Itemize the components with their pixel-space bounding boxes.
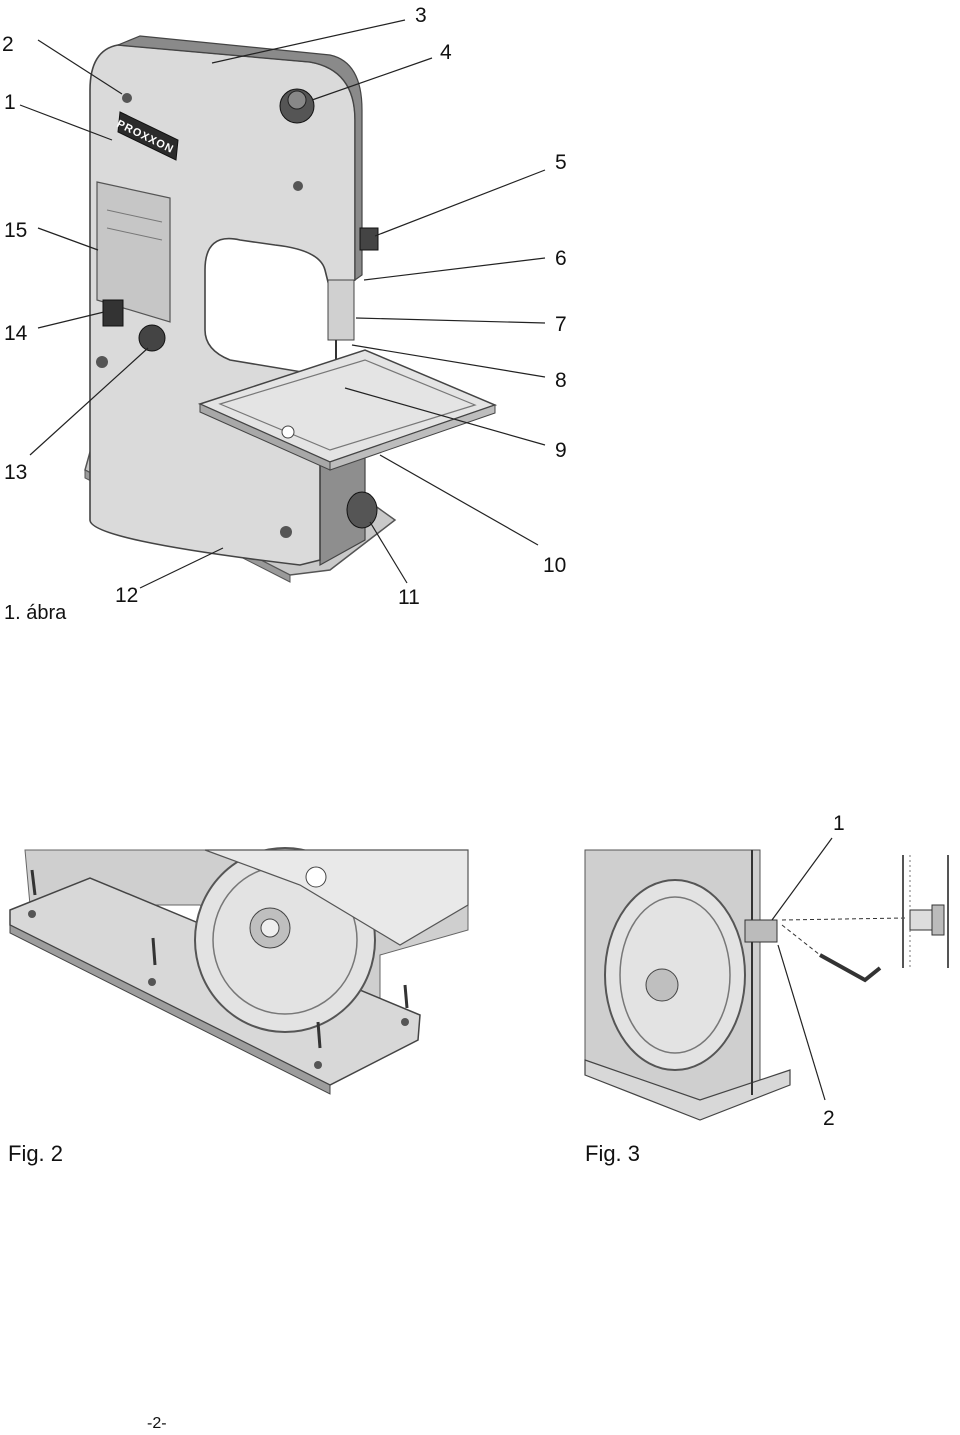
callout-5: 5 <box>555 151 567 174</box>
figure3-caption: Fig. 3 <box>585 1141 641 1166</box>
callout-12: 12 <box>115 584 139 607</box>
callout-3: 3 <box>415 4 427 27</box>
allen-key <box>819 953 882 983</box>
fig2-wheel <box>194 847 376 1033</box>
speed-knob <box>138 324 166 352</box>
fig3-guide-block <box>744 919 778 943</box>
dust-port <box>346 491 378 529</box>
fig3-callout-2: 2 <box>823 1107 835 1130</box>
callout-1: 1 <box>4 91 16 114</box>
page-number: -2- <box>147 1415 167 1432</box>
power-switch <box>102 299 124 327</box>
callout-13: 13 <box>4 461 28 484</box>
guide-knob <box>359 227 379 251</box>
callout-15: 15 <box>4 219 28 242</box>
frame-screw <box>122 93 132 103</box>
fig3-callout-1: 1 <box>833 812 845 835</box>
blade-guide-post <box>327 279 355 341</box>
window-panel <box>96 181 171 323</box>
fig3-wheel <box>604 879 746 1071</box>
figure1-drawing <box>19 19 546 589</box>
callout-11: 11 <box>398 586 420 609</box>
callout-6: 6 <box>555 247 567 270</box>
brand-plate <box>117 111 179 161</box>
callout-14: 14 <box>4 322 28 345</box>
callout-10: 10 <box>543 554 567 577</box>
callout-7: 7 <box>555 313 567 336</box>
figure2-caption: Fig. 2 <box>8 1141 64 1166</box>
callout-2: 2 <box>2 33 14 56</box>
callout-9: 9 <box>555 439 567 462</box>
callout-8: 8 <box>555 369 567 392</box>
figure1-caption: 1. ábra <box>4 602 67 624</box>
callout-4: 4 <box>440 41 452 64</box>
fig2-base-plate <box>9 877 421 1086</box>
